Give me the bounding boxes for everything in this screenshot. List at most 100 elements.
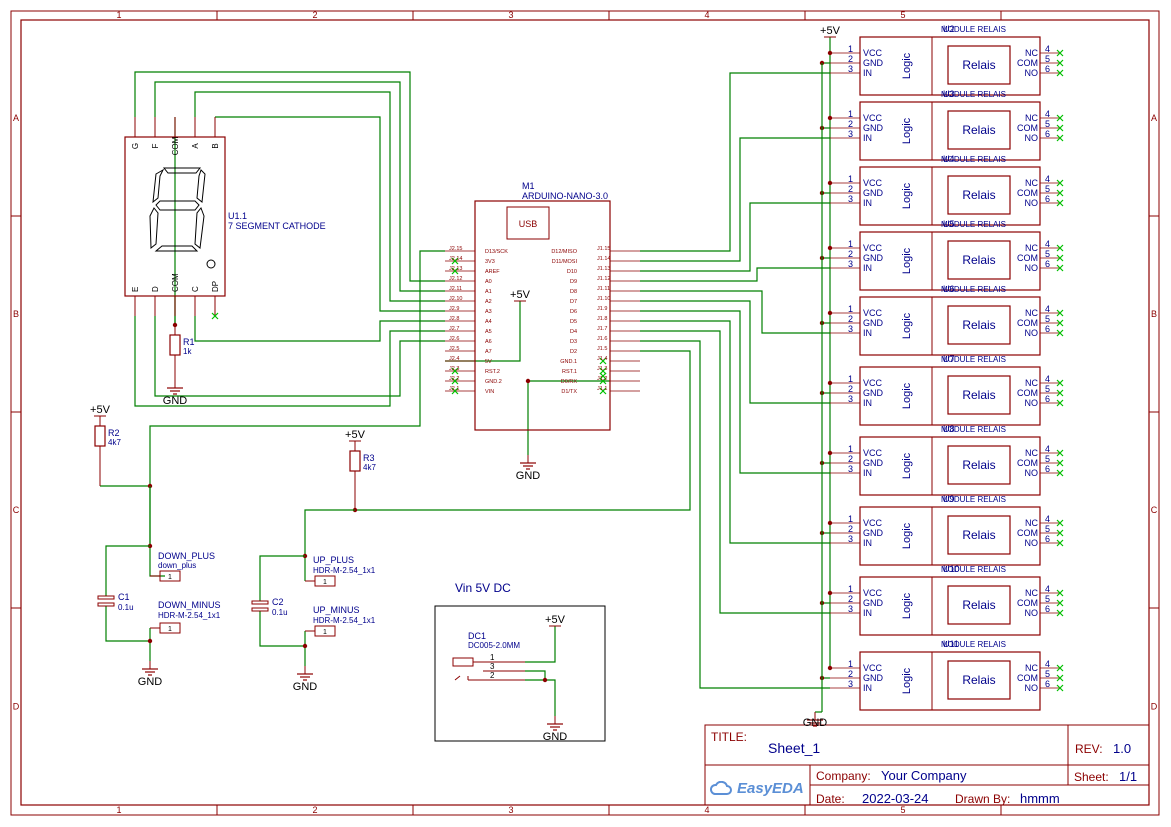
down-plus-header-body — [159, 570, 181, 582]
arduino-pin-num: J1.13 — [597, 266, 610, 272]
relay-pin-num: 5 — [1045, 314, 1050, 324]
up-minus-value: HDR-M-2.54_1x1 — [313, 616, 376, 625]
company-label: Company: — [816, 769, 871, 783]
relay-pin-name: COM — [1017, 188, 1038, 198]
c2-ref: C2 — [272, 597, 284, 607]
relay-pin-name: NC — [1025, 378, 1038, 388]
relay-pin-num: 1 — [848, 239, 853, 249]
relay-pin-name: GND — [863, 188, 884, 198]
relay-input-wire — [640, 330, 830, 614]
relay-pin-name: IN — [863, 538, 872, 548]
segment — [194, 207, 205, 249]
relay-pin-num: 4 — [1045, 374, 1050, 384]
relay-pin-name: NO — [1025, 198, 1039, 208]
no-connect-mark — [1056, 49, 1064, 57]
relay-pin-num: 6 — [1045, 129, 1050, 139]
arduino-pin-name: D6 — [570, 309, 577, 315]
relay-pin-name: GND — [863, 253, 884, 263]
relay-module-body — [859, 506, 1041, 566]
arduino-pin-name: A1 — [485, 289, 492, 295]
c2-value: 0.1u — [272, 608, 288, 617]
c1-plate — [97, 602, 115, 607]
r3-ref: R3 — [363, 453, 375, 463]
relay-pin-name: NC — [1025, 113, 1038, 123]
relay-module-body — [859, 101, 1041, 161]
relay-input-wire — [640, 300, 830, 404]
no-connect-mark — [1056, 674, 1064, 682]
relay-pin-name: VCC — [863, 308, 883, 318]
relay-pin-name: NO — [1025, 538, 1039, 548]
relay-ref: U10 — [943, 564, 960, 574]
no-connect-mark — [1056, 449, 1064, 457]
frame-outer — [10, 10, 1160, 816]
display-pin-e: E — [131, 287, 140, 292]
relay-name: MODULE RELAIS — [941, 25, 1006, 34]
no-connect-mark — [1056, 189, 1064, 197]
col-marker: 5 — [900, 805, 905, 815]
relay-logic-label: Logic — [901, 452, 913, 479]
relay-pin-num: 2 — [848, 314, 853, 324]
up-plus-wire — [355, 350, 691, 511]
arduino-pin-num: J2.3 — [449, 366, 459, 372]
relay-coil-label: Relais — [962, 188, 995, 202]
gnd-label: GND — [516, 470, 541, 482]
relay-pin-name: IN — [863, 68, 872, 78]
no-connect-mark — [1056, 124, 1064, 132]
relay-coil-box — [947, 585, 1011, 625]
dc-jack-pin-num: 3 — [490, 662, 495, 671]
arduino-pin-num: J2.13 — [449, 266, 462, 272]
seg-f-wire — [154, 81, 445, 292]
display-pin-com: COM — [171, 136, 180, 155]
relay-pin-name: GND — [863, 318, 884, 328]
relay-coil-box — [947, 515, 1011, 555]
arduino-pin-num: J2.1 — [449, 386, 459, 392]
r2-ref: R2 — [108, 428, 120, 438]
relay-coil-box — [947, 375, 1011, 415]
no-connect-mark — [1056, 264, 1064, 272]
rev-label: REV: — [1075, 742, 1103, 756]
relay-pin-num: 3 — [848, 324, 853, 334]
arduino-pin-num: J2.12 — [449, 276, 462, 282]
relay-pin-name: IN — [863, 683, 872, 693]
relay-coil-label: Relais — [962, 598, 995, 612]
no-connect-mark — [1056, 609, 1064, 617]
relay-pin-name: IN — [863, 198, 872, 208]
relay-coil-box — [947, 240, 1011, 280]
no-connect-mark — [1056, 684, 1064, 692]
relay-pin-name: NO — [1025, 263, 1039, 273]
arduino-pin-num: J1.12 — [597, 276, 610, 282]
c1-value: 0.1u — [118, 603, 134, 612]
relay-pin-num: 4 — [1045, 174, 1050, 184]
relay-pin-num: 1 — [848, 44, 853, 54]
wire — [525, 626, 556, 663]
arduino-pin-name: D10 — [567, 269, 577, 275]
arduino-pin-num: J2.9 — [449, 306, 459, 312]
c2-plate — [251, 600, 269, 605]
seg-b-wire — [215, 116, 445, 312]
relay-coil-label: Relais — [962, 458, 995, 472]
relay-pin-num: 6 — [1045, 679, 1050, 689]
relay-pin-name: NC — [1025, 243, 1038, 253]
vcc-label: +5V — [90, 404, 111, 416]
up-plus-header-pin: 1 — [323, 579, 327, 586]
relay-coil-label: Relais — [962, 673, 995, 687]
sheet-label: Sheet: — [1074, 770, 1109, 784]
arduino-pin-name: D5 — [570, 319, 577, 325]
relay-ref: U3 — [943, 89, 955, 99]
arduino-pin-num: J2.6 — [449, 336, 459, 342]
usb-connector — [506, 206, 550, 240]
no-connect-mark — [599, 357, 607, 365]
relay-pin-num: 3 — [848, 194, 853, 204]
no-connect-mark — [1056, 179, 1064, 187]
relay-pin-num: 1 — [848, 584, 853, 594]
decimal-point — [206, 259, 216, 269]
relay-pin-num: 3 — [848, 259, 853, 269]
relay-pin-name: NC — [1025, 588, 1038, 598]
arduino-pin-num: J2.5 — [449, 346, 459, 352]
relay-pin-num: 6 — [1045, 194, 1050, 204]
relay-module-body — [859, 296, 1041, 356]
relay-pin-num: 3 — [848, 64, 853, 74]
relay-pin-name: IN — [863, 328, 872, 338]
no-connect-mark — [451, 377, 459, 385]
